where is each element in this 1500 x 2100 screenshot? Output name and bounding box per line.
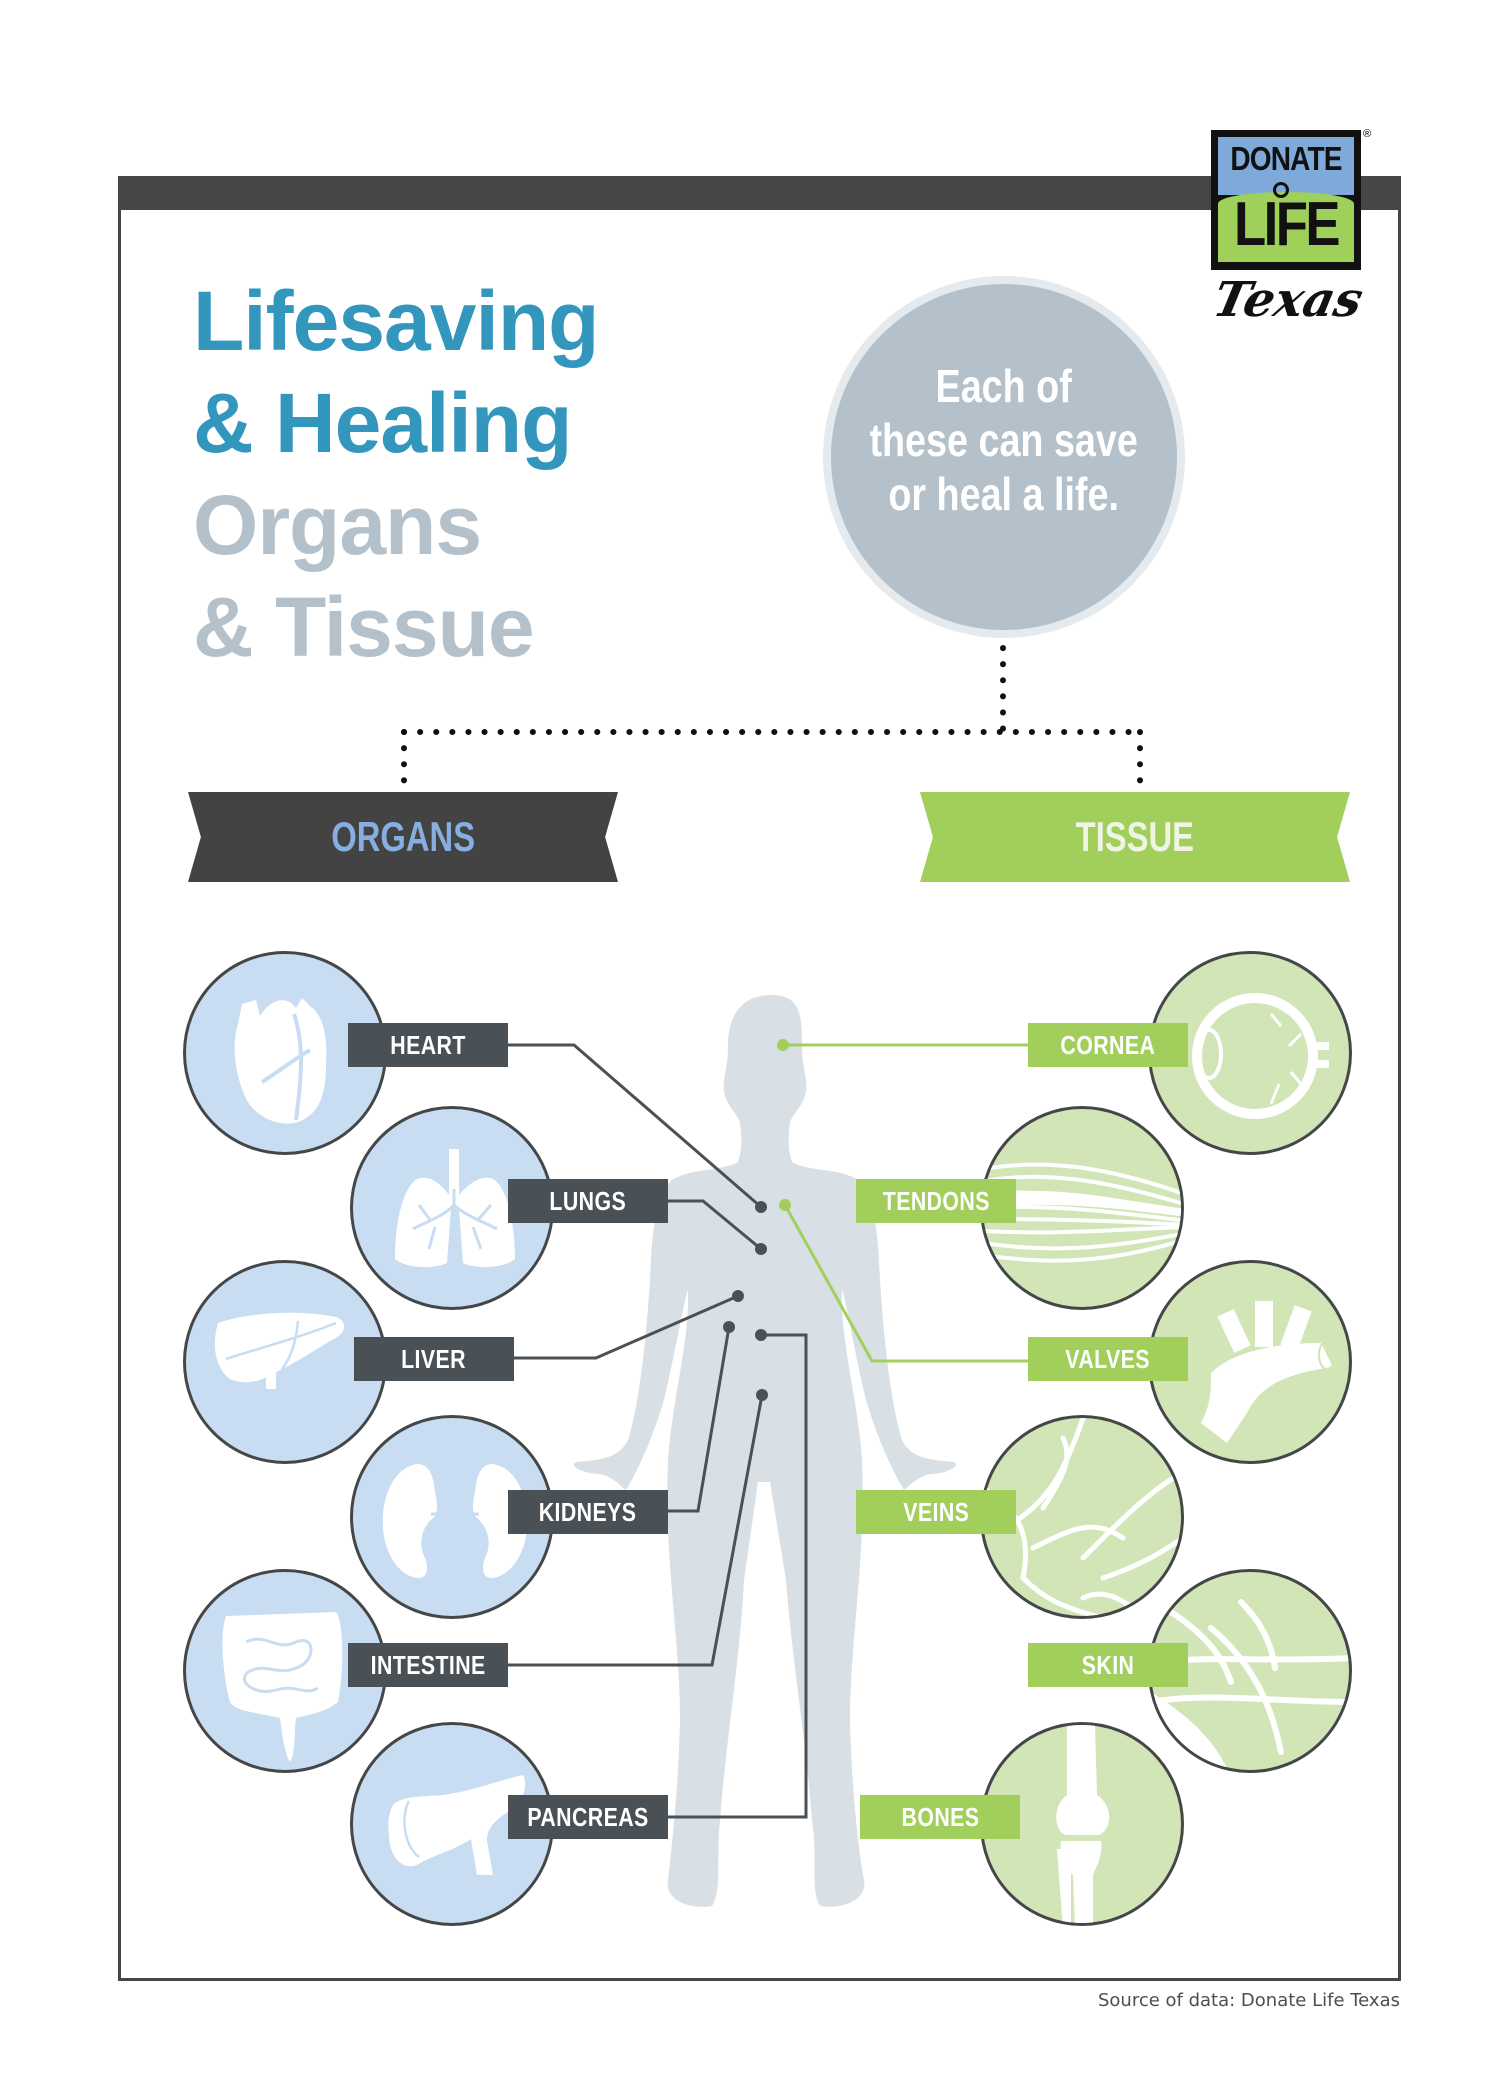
heart-label: HEART [348, 1023, 508, 1067]
infographic-frame [118, 176, 1401, 1981]
liver-leader-line [510, 1294, 739, 1360]
logo-donate-text: DONATE [1230, 140, 1342, 177]
liver-label-text: LIVER [401, 1343, 467, 1374]
skin-label: SKIN [1028, 1643, 1188, 1687]
pancreas-icon [388, 1775, 526, 1875]
callout-line-3: or heal a life. [888, 468, 1120, 520]
human-body-silhouette [573, 995, 957, 1907]
organ-leader-lines [505, 1043, 808, 1819]
liver-point [732, 1290, 744, 1302]
cornea-label-text: CORNEA [1060, 1029, 1156, 1060]
valves-label: VALVES [1028, 1337, 1188, 1381]
tendons-label-text: TENDONS [882, 1185, 990, 1216]
top-bar [118, 176, 1401, 210]
registered-mark: ® [1363, 128, 1372, 140]
heart-label-text: HEART [390, 1029, 466, 1060]
lungs-point [755, 1243, 767, 1255]
organs-banner: ORGANS [188, 792, 618, 882]
kidneys-label-text: KIDNEYS [539, 1496, 637, 1527]
valves-leader-line [783, 1204, 1028, 1363]
logo-grass [1218, 192, 1354, 262]
liver-icon [214, 1312, 345, 1389]
pancreas-label: PANCREAS [508, 1795, 668, 1839]
valves-label-text: VALVES [1065, 1343, 1151, 1374]
liver-label: LIVER [354, 1337, 514, 1381]
heart-leader-line [505, 1043, 762, 1209]
title-line-3: Organs [193, 478, 482, 572]
callout-text: Each of these can save or heal a life. [870, 359, 1138, 521]
intestine-point [756, 1389, 768, 1401]
page-title: Lifesaving & Healing Organs & Tissue [193, 270, 599, 678]
tissue-leader-lines [783, 1043, 1028, 1363]
tissue-points [777, 1039, 791, 1211]
tissue-banner-label: TISSUE [1075, 813, 1195, 860]
heart-point [755, 1201, 767, 1213]
callout-line-2: these can save [869, 414, 1139, 466]
cornea-label: CORNEA [1028, 1023, 1188, 1067]
pancreas-label-text: PANCREAS [527, 1801, 649, 1832]
dotted-connector [401, 645, 1143, 795]
kidneys-leader-line [666, 1326, 731, 1513]
heart-icon [234, 998, 327, 1124]
kidneys-point [723, 1321, 735, 1333]
intestine-label: INTESTINE [348, 1643, 508, 1687]
cornea-point [777, 1039, 789, 1051]
bones-icon [1056, 1725, 1110, 1923]
callout-line-1: Each of [935, 360, 1073, 412]
title-line-1: Lifesaving [193, 274, 599, 368]
heart-valves-icon [1201, 1301, 1336, 1443]
veins-label: VEINS [856, 1490, 1016, 1534]
bones-label-text: BONES [901, 1801, 979, 1832]
intestine-label-text: INTESTINE [370, 1649, 486, 1680]
tendons-label: TENDONS [856, 1179, 1016, 1223]
kidneys-label: KIDNEYS [508, 1490, 668, 1534]
organ-points [723, 1201, 768, 1401]
tendons-point [779, 1199, 791, 1211]
eye-icon [1192, 993, 1329, 1119]
callout-bubble: Each of these can save or heal a life. [823, 276, 1185, 638]
title-line-4: & Tissue [193, 580, 535, 674]
lungs-icon [395, 1149, 515, 1268]
lungs-label: LUNGS [508, 1179, 668, 1223]
logo-life-text: LIFE [1234, 190, 1341, 259]
skin-icon [1151, 1599, 1349, 1770]
veins-label-text: VEINS [902, 1496, 970, 1527]
donate-life-logo: DONATE LIFE [1211, 130, 1361, 270]
intestine-leader-line [505, 1394, 764, 1667]
tissue-banner: TISSUE [920, 792, 1350, 882]
lungs-leader-line [666, 1199, 762, 1251]
pancreas-leader-line [666, 1333, 808, 1819]
intestine-icon [222, 1612, 343, 1762]
source-note: Source of data: Donate Life Texas [1097, 1990, 1400, 2011]
logo-swirl-icon [1273, 182, 1289, 198]
lungs-label-text: LUNGS [549, 1185, 627, 1216]
pancreas-point [755, 1329, 767, 1341]
bones-label: BONES [860, 1795, 1020, 1839]
liver-circle [183, 1260, 387, 1464]
title-line-2: & Healing [193, 376, 572, 470]
organs-banner-label: ORGANS [331, 813, 475, 860]
skin-label-text: SKIN [1081, 1649, 1135, 1680]
